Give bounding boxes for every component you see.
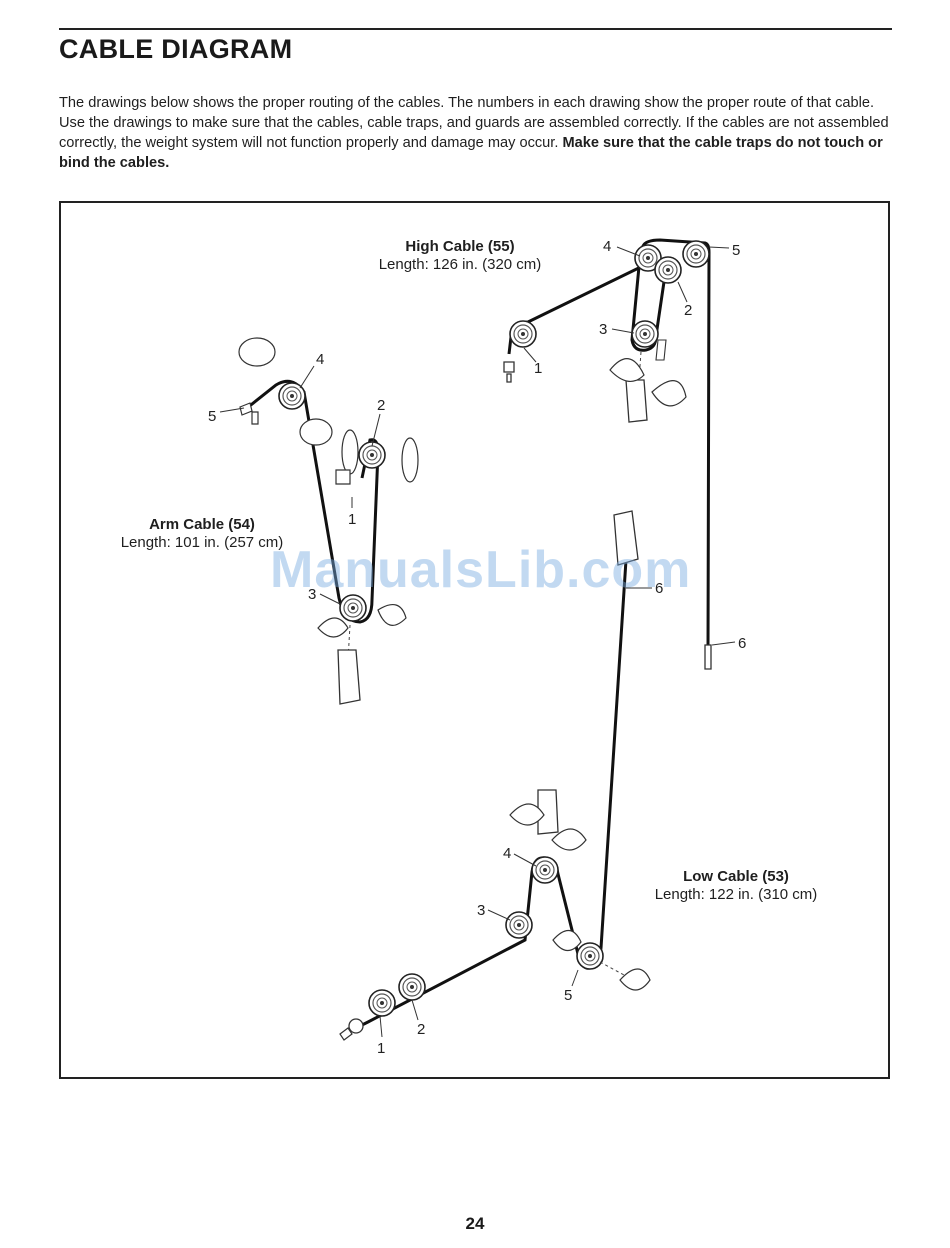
low-guard-right	[551, 828, 587, 851]
low-callout-3: 3	[477, 902, 485, 919]
low-bracket-top	[613, 510, 639, 566]
low-cable-label: Low Cable (53) Length: 122 in. (310 cm)	[636, 868, 836, 904]
intro-text: The drawings below shows the proper rout…	[59, 95, 889, 151]
page-title: CABLE DIAGRAM	[59, 34, 293, 64]
low-guard-lower	[552, 929, 582, 952]
high-cable-label: High Cable (55) Length: 126 in. (320 cm)	[360, 238, 560, 274]
low-callout-4: 4	[503, 845, 511, 862]
high-callout-3: 3	[599, 321, 607, 338]
arm-cable-drawing	[238, 337, 419, 705]
callout-numbers: 1 2 3 4 5 6 1 2 3 4 5 1 2 3 4 5 6	[208, 238, 746, 1057]
high-pulley-1	[509, 320, 537, 348]
intro-warning: Make sure that the cable traps do not to…	[59, 135, 883, 171]
low-cable-name: Low Cable (53)	[683, 868, 789, 885]
intro-paragraph: The drawings below shows the proper rout…	[59, 93, 893, 173]
watermark: ManualsLib.com	[270, 541, 692, 599]
low-cable-end-fitting	[339, 1027, 353, 1041]
arm-callout-1: 1	[348, 511, 356, 528]
low-callout-5: 5	[564, 987, 572, 1004]
arm-cable-end-5	[239, 402, 259, 425]
high-callout-4: 4	[603, 238, 611, 255]
low-cable-ball-stop	[348, 1018, 364, 1034]
callout-leaders	[219, 246, 736, 1038]
high-cable-guard-left	[609, 358, 645, 382]
low-callout-6: 6	[655, 580, 663, 597]
high-cable-end-6	[704, 644, 712, 670]
low-callout-1: 1	[377, 1040, 385, 1057]
high-pulley-3	[631, 320, 659, 348]
top-rule	[59, 28, 892, 30]
high-cable-name: High Cable (55)	[405, 238, 515, 255]
arm-guard-vertical-left	[341, 429, 359, 475]
low-pulley-5	[576, 942, 604, 970]
arm-cable-length: Length: 101 in. (257 cm)	[120, 534, 284, 551]
low-pulley-4	[531, 856, 559, 884]
high-cable-drawing	[503, 238, 712, 670]
low-callout-2: 2	[417, 1021, 425, 1038]
arm-cable-clip-1	[335, 469, 351, 485]
low-pulley-1	[368, 989, 396, 1017]
page-number: 24	[465, 1214, 485, 1233]
arm-callout-2: 2	[377, 397, 385, 414]
arm-guard-bottom-right	[377, 603, 407, 626]
cable-diagram-frame	[59, 201, 890, 1079]
high-callout-1: 1	[534, 360, 542, 377]
arm-callout-3: 3	[308, 586, 316, 603]
arm-cable-name: Arm Cable (54)	[149, 516, 255, 533]
low-cable-drawing	[339, 510, 651, 1041]
arm-guard-top	[238, 337, 276, 367]
arm-guard-mid	[299, 418, 333, 446]
high-callout-5: 5	[732, 242, 740, 259]
high-pulley-5	[682, 240, 710, 268]
high-cable-end-fitting	[503, 361, 515, 383]
arm-callout-5: 5	[208, 408, 216, 425]
high-pulley-2	[654, 256, 682, 284]
low-pulley-3	[505, 911, 533, 939]
arm-bracket	[337, 649, 361, 705]
low-guard-bottom	[619, 968, 651, 991]
low-cable-length: Length: 122 in. (310 cm)	[654, 886, 818, 903]
arm-callout-4: 4	[316, 351, 324, 368]
low-pulley-2	[398, 973, 426, 1001]
arm-guard-vertical-right	[401, 437, 419, 483]
high-cable-bracket	[625, 379, 648, 423]
high-cable-length: Length: 126 in. (320 cm)	[378, 256, 542, 273]
high-callout-6: 6	[738, 635, 746, 652]
low-guard-left	[509, 803, 545, 826]
high-cable-guard-right	[651, 380, 687, 407]
arm-cable-label: Arm Cable (54) Length: 101 in. (257 cm)	[102, 516, 302, 552]
arm-guard-bottom-left	[317, 617, 349, 638]
high-callout-2: 2	[684, 302, 692, 319]
